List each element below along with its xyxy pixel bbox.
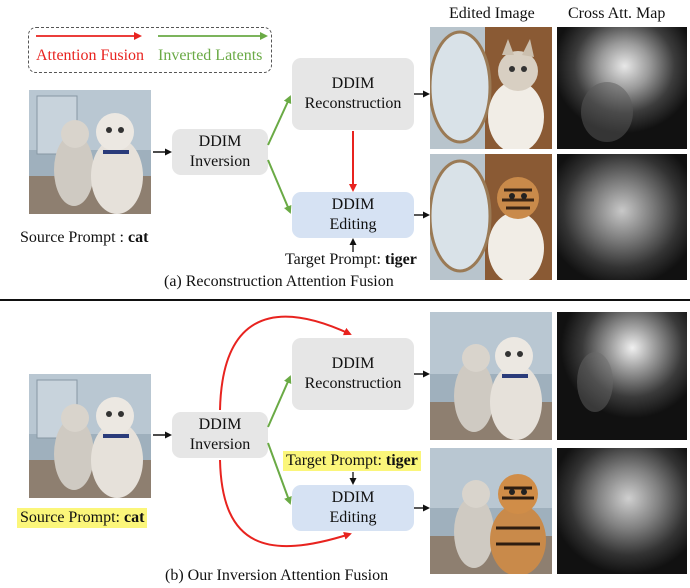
ddim-editing-b-line2: Editing xyxy=(329,509,377,526)
ddim-editing-a-line2: Editing xyxy=(329,216,377,233)
target-prompt-a-word: tiger xyxy=(384,251,417,268)
source-prompt-b-word: cat xyxy=(124,509,145,526)
target-prompt-a-label: Target Prompt: xyxy=(285,251,385,268)
edited-image-header: Edited Image xyxy=(449,5,535,22)
legend-inverted-latents-label: Inverted Latents xyxy=(158,47,263,64)
arrow-b-fusion-to-reconstruction xyxy=(219,315,352,411)
source-prompt-b-label: Source Prompt: xyxy=(20,509,124,526)
source-prompt-b: Source Prompt: cat xyxy=(17,508,148,528)
source-image-b xyxy=(29,374,151,498)
edited-image-b-editing xyxy=(430,448,552,574)
edited-image-a-reconstruction xyxy=(430,27,552,149)
target-prompt-b-label: Target Prompt: xyxy=(286,452,386,469)
ddim-editing-a-line1: DDIM xyxy=(331,196,375,213)
source-prompt-a-label: Source Prompt : xyxy=(20,229,128,246)
panel-divider xyxy=(0,299,690,301)
ddim-editing-b-line1: DDIM xyxy=(331,489,375,506)
legend-box xyxy=(28,27,272,73)
target-prompt-a: Target Prompt: tiger xyxy=(285,250,417,270)
source-image-a xyxy=(29,90,151,214)
cross-att-map-b-editing xyxy=(557,448,687,574)
ddim-inversion-b-line2: Inversion xyxy=(189,436,251,453)
cross-att-map-b-reconstruction xyxy=(557,312,687,440)
target-prompt-b: Target Prompt: tiger xyxy=(283,451,421,471)
ddim-reconstruction-a-line1: DDIM xyxy=(331,75,375,92)
ddim-inversion-b-line1: DDIM xyxy=(198,416,242,433)
cross-att-map-header: Cross Att. Map xyxy=(568,5,666,22)
ddim-inversion-a-line1: DDIM xyxy=(198,133,242,150)
ddim-reconstruction-b-line1: DDIM xyxy=(331,355,375,372)
arrow-a-inversion-to-editing xyxy=(267,159,292,214)
caption-b: (b) Our Inversion Attention Fusion xyxy=(165,567,389,584)
edited-image-b-reconstruction xyxy=(430,312,552,440)
ddim-editing-box-a: DDIM Editing xyxy=(292,192,414,238)
ddim-reconstruction-a-line2: Reconstruction xyxy=(304,95,402,112)
ddim-inversion-a-line2: Inversion xyxy=(189,153,251,170)
ddim-inversion-box-b: DDIM Inversion xyxy=(172,412,268,458)
source-prompt-a-word: cat xyxy=(128,229,149,246)
ddim-editing-box-b: DDIM Editing xyxy=(292,485,414,531)
cross-att-map-a-reconstruction xyxy=(557,27,687,149)
caption-a: (a) Reconstruction Attention Fusion xyxy=(164,273,394,290)
arrow-a-inversion-to-reconstruction xyxy=(267,95,292,146)
legend-attention-fusion-label: Attention Fusion xyxy=(36,47,145,64)
arrow-b-inversion-to-reconstruction xyxy=(267,375,292,428)
target-prompt-b-word: tiger xyxy=(385,452,418,469)
arrow-b-inversion-to-editing xyxy=(267,442,292,505)
ddim-reconstruction-b-line2: Reconstruction xyxy=(304,375,402,392)
cross-att-map-a-editing xyxy=(557,154,687,280)
ddim-reconstruction-box-b: DDIM Reconstruction xyxy=(292,338,414,410)
ddim-inversion-box-a: DDIM Inversion xyxy=(172,129,268,175)
arrow-b-fusion-to-editing xyxy=(219,459,352,547)
edited-image-a-editing xyxy=(430,154,552,280)
source-prompt-a: Source Prompt : cat xyxy=(20,228,148,248)
ddim-reconstruction-box-a: DDIM Reconstruction xyxy=(292,58,414,130)
